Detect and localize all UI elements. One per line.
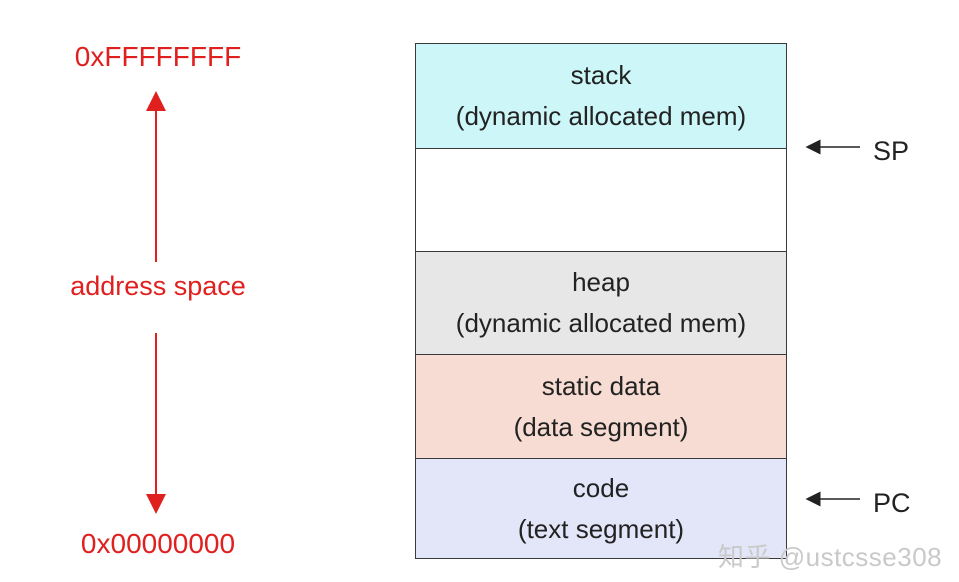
heap-segment: heap (dynamic allocated mem): [416, 252, 786, 355]
free-space-segment: [416, 149, 786, 252]
code-segment: code (text segment): [416, 459, 786, 558]
address-space-label: address space: [70, 271, 246, 301]
sp-label: SP: [873, 136, 910, 166]
stack-subtitle: (dynamic allocated mem): [455, 101, 747, 131]
code-title: code: [572, 472, 630, 503]
heap-title: heap: [572, 267, 630, 297]
address-bottom-label: 0x00000000: [80, 528, 236, 559]
heap-subtitle: (dynamic allocated mem): [455, 308, 747, 338]
data-title: static data: [541, 370, 661, 401]
data-segment: static data (data segment): [416, 355, 786, 459]
watermark: 知乎 @ustcsse308: [718, 542, 943, 572]
data-subtitle: (data segment): [513, 411, 689, 442]
pc-label: PC: [873, 488, 911, 518]
code-subtitle: (text segment): [517, 513, 685, 544]
stack-segment: stack (dynamic allocated mem): [416, 44, 786, 149]
memory-layout: stack (dynamic allocated mem) heap (dyna…: [415, 43, 787, 559]
stack-title: stack: [570, 60, 632, 90]
address-top-label: 0xFFFFFFFF: [74, 41, 242, 72]
